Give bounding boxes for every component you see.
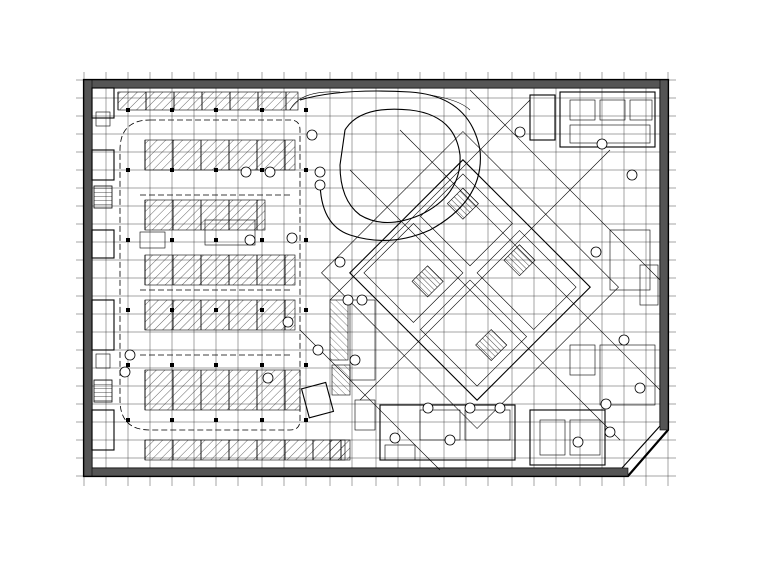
left-stair-cores xyxy=(91,87,115,451)
parking-stalls xyxy=(117,91,351,461)
drive-aisle xyxy=(119,119,301,431)
ramp xyxy=(289,90,481,241)
outer-wall xyxy=(82,78,670,478)
top-right-rooms xyxy=(529,91,659,406)
structural-columns xyxy=(126,108,308,422)
bottom-rooms xyxy=(139,219,606,466)
diagonal-core xyxy=(299,89,661,471)
grid-bubbles xyxy=(119,126,646,448)
